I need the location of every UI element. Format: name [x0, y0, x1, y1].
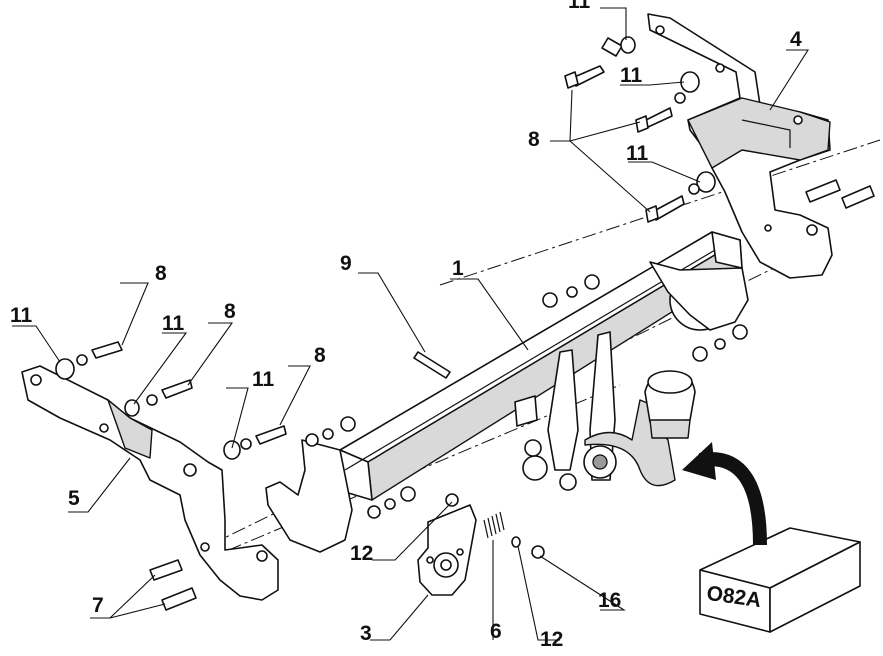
- crossbar-end-plates: [265, 261, 749, 553]
- callout-3: 3: [360, 622, 372, 645]
- callout-11e: 11: [162, 312, 185, 335]
- callout-12b: 12: [540, 628, 563, 651]
- callout-16: 16: [598, 589, 621, 612]
- right-side-bracket: [647, 13, 833, 279]
- callout-8d: 8: [314, 344, 326, 367]
- callout-11b: 11: [620, 64, 643, 87]
- callout-5: 5: [68, 487, 80, 510]
- callout-11a: 11: [568, 0, 591, 13]
- callout-8a: 8: [528, 128, 540, 151]
- leader-lines: [12, 7, 809, 641]
- curved-pointer-arrow: [682, 442, 767, 546]
- spring: [483, 511, 521, 548]
- fasteners: [55, 36, 875, 611]
- part-code-box: O82A: [699, 527, 861, 633]
- tow-ball-assembly: [514, 331, 696, 491]
- callout-4: 4: [790, 28, 802, 51]
- callout-labels: 1 3 4 5 6 7 8 8 8 8 9 11 11 11 11 11 11 …: [10, 0, 802, 651]
- callout-9: 9: [340, 252, 352, 275]
- callout-8c: 8: [224, 300, 236, 323]
- callout-11d: 11: [10, 304, 33, 327]
- callout-8b: 8: [155, 262, 167, 285]
- socket-plate: [417, 504, 477, 596]
- callout-12a: 12: [350, 542, 373, 565]
- callout-11c: 11: [626, 142, 649, 165]
- callout-1: 1: [452, 257, 464, 280]
- callout-11f: 11: [252, 368, 275, 391]
- callout-6: 6: [490, 620, 502, 643]
- callout-7: 7: [92, 594, 104, 617]
- left-side-bracket: [21, 365, 279, 601]
